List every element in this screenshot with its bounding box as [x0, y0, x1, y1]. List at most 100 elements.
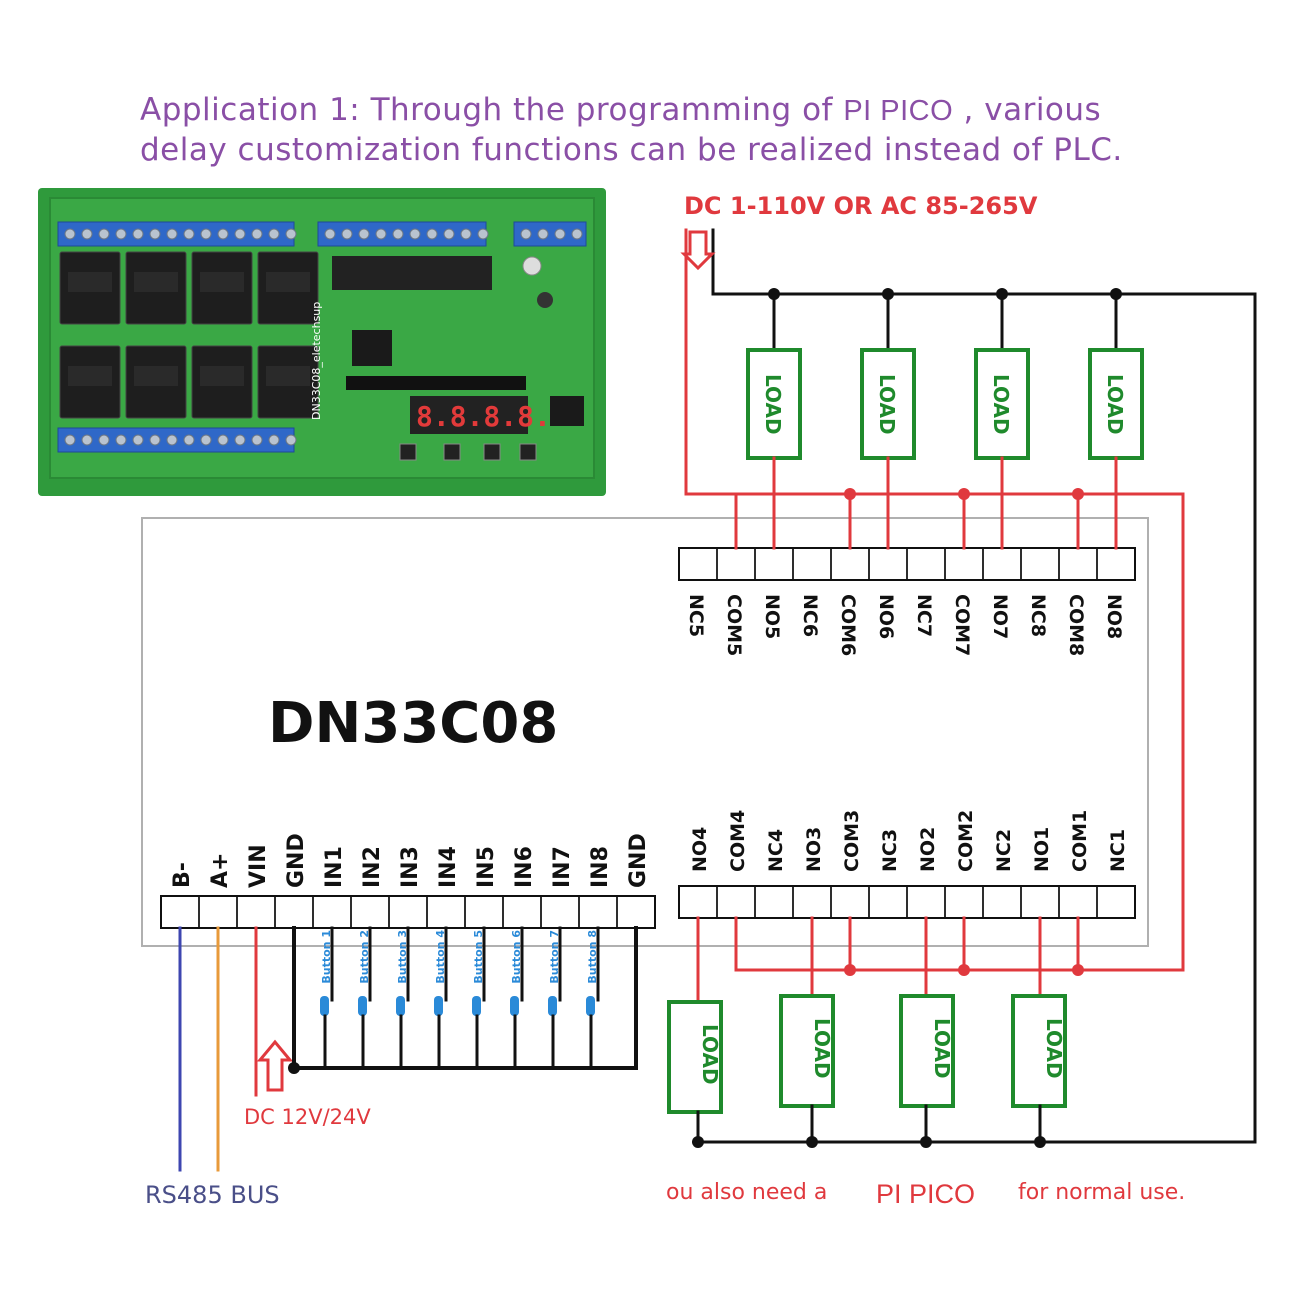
button-label: Button 2: [358, 930, 371, 984]
top-terminal-label: NO6: [875, 594, 897, 639]
terminal-screw: [443, 228, 455, 240]
terminal-screw: [375, 228, 387, 240]
terminal-screw: [477, 228, 489, 240]
load-label: LOAD: [989, 374, 1013, 435]
input-terminal-label: IN7: [550, 846, 575, 888]
input-terminal-label: A+: [208, 853, 233, 888]
footer-pico: PI PICO: [876, 1179, 975, 1209]
junction-dot: [1034, 1136, 1046, 1148]
input-terminal-label: IN3: [398, 846, 423, 888]
bottom-terminal-label: COM1: [1069, 810, 1091, 872]
terminal-screw: [115, 228, 127, 240]
junction-dot: [1072, 964, 1084, 976]
button-contact-5: [472, 996, 481, 1016]
button-contact-2: [358, 996, 367, 1016]
relay-label: [266, 366, 310, 386]
junction-dot: [806, 1136, 818, 1148]
top-terminal-label: NO8: [1103, 594, 1125, 639]
top-terminal-label: COM6: [837, 594, 859, 656]
dc-input-arrow: [256, 1039, 294, 1092]
button-label: Button 4: [434, 930, 447, 984]
load-box-bottom: [899, 994, 955, 1108]
button-label: Button 6: [510, 930, 523, 984]
relay-label: [200, 272, 244, 292]
terminal-screw: [183, 434, 195, 446]
load-box-bottom: [667, 1000, 723, 1114]
relay-label: [68, 272, 112, 292]
button-contact-4: [434, 996, 443, 1016]
terminal-screw: [341, 228, 353, 240]
terminal-screw: [268, 228, 280, 240]
terminal-screw: [268, 434, 280, 446]
bottom-terminal-label: COM3: [841, 810, 863, 872]
terminal-screw: [132, 434, 144, 446]
input-terminal-label: IN1: [322, 846, 347, 888]
ic-chip-2: [550, 396, 584, 426]
led-display: [410, 396, 528, 434]
header-line-2: delay customization functions can be rea…: [140, 132, 1123, 168]
junction-dot: [844, 488, 856, 500]
terminal-screw: [324, 228, 336, 240]
junction-dot: [996, 288, 1008, 300]
module-outline: [141, 517, 1149, 947]
bottom-terminal-label: COM4: [727, 810, 749, 872]
terminal-screw: [217, 434, 229, 446]
top-terminal-label: NC5: [685, 594, 707, 637]
ic-chip: [352, 330, 392, 366]
tact-button-4: [519, 443, 537, 461]
footer-text-b: for normal use.: [1018, 1180, 1185, 1205]
input-terminal-strip: [160, 895, 656, 929]
bottom-terminal-label: NO2: [917, 827, 939, 872]
input-terminal-label: GND: [284, 833, 309, 888]
header-line-1: Application 1: Through the programming o…: [140, 92, 1101, 128]
terminal-screw: [234, 434, 246, 446]
input-terminal-label: B-: [170, 862, 195, 888]
top-terminal-label: COM5: [723, 594, 745, 656]
button-label: Button 3: [396, 930, 409, 984]
tact-button-3: [483, 443, 501, 461]
top-terminal-label: NC7: [913, 594, 935, 637]
load-box-top: [974, 348, 1030, 460]
load-label: LOAD: [1042, 1018, 1066, 1079]
load-label: LOAD: [761, 374, 785, 435]
relay-label: [134, 366, 178, 386]
terminal-screw: [149, 434, 161, 446]
terminal-screw: [251, 434, 263, 446]
terminal-screw: [392, 228, 404, 240]
board-silkscreen: DN33C08_eletechsup: [310, 302, 323, 420]
load-label: LOAD: [698, 1024, 722, 1085]
bottom-terminal-label: COM2: [955, 810, 977, 872]
input-terminal-label: IN5: [474, 846, 499, 888]
terminal-screw: [98, 228, 110, 240]
button-contact-1: [320, 996, 329, 1016]
bottom-terminal-label: NO1: [1031, 827, 1053, 872]
junction-dot: [1072, 488, 1084, 500]
tact-button-2: [443, 443, 461, 461]
load-label: LOAD: [1103, 374, 1127, 435]
load-box-top: [860, 348, 916, 460]
display-digits: 8.8.8.8.: [416, 400, 551, 433]
input-terminal-label: VIN: [246, 844, 271, 888]
terminal-screw: [571, 228, 583, 240]
model-title: DN33C08: [268, 691, 558, 756]
input-terminal-label: IN6: [512, 846, 537, 888]
header-line-1-a: Application 1: Through the programming o…: [140, 92, 844, 128]
relay-label: [134, 272, 178, 292]
relay-label: [266, 272, 310, 292]
button-label: Button 7: [548, 930, 561, 984]
bottom-terminal-label: NO3: [803, 827, 825, 872]
terminal-screw: [285, 228, 297, 240]
terminal-screw: [149, 228, 161, 240]
junction-dot: [288, 1062, 300, 1074]
module-panel: DN33C08: [141, 517, 1149, 947]
terminal-screw: [64, 228, 76, 240]
rs485-label: RS485 BUS: [145, 1181, 280, 1209]
button-contact-6: [510, 996, 519, 1016]
junction-dot: [958, 964, 970, 976]
input-terminal-label: IN2: [360, 846, 385, 888]
top-terminal-label: NC6: [799, 594, 821, 637]
terminal-screw: [64, 434, 76, 446]
button-contact-3: [396, 996, 405, 1016]
button-label: Button 8: [586, 930, 599, 984]
